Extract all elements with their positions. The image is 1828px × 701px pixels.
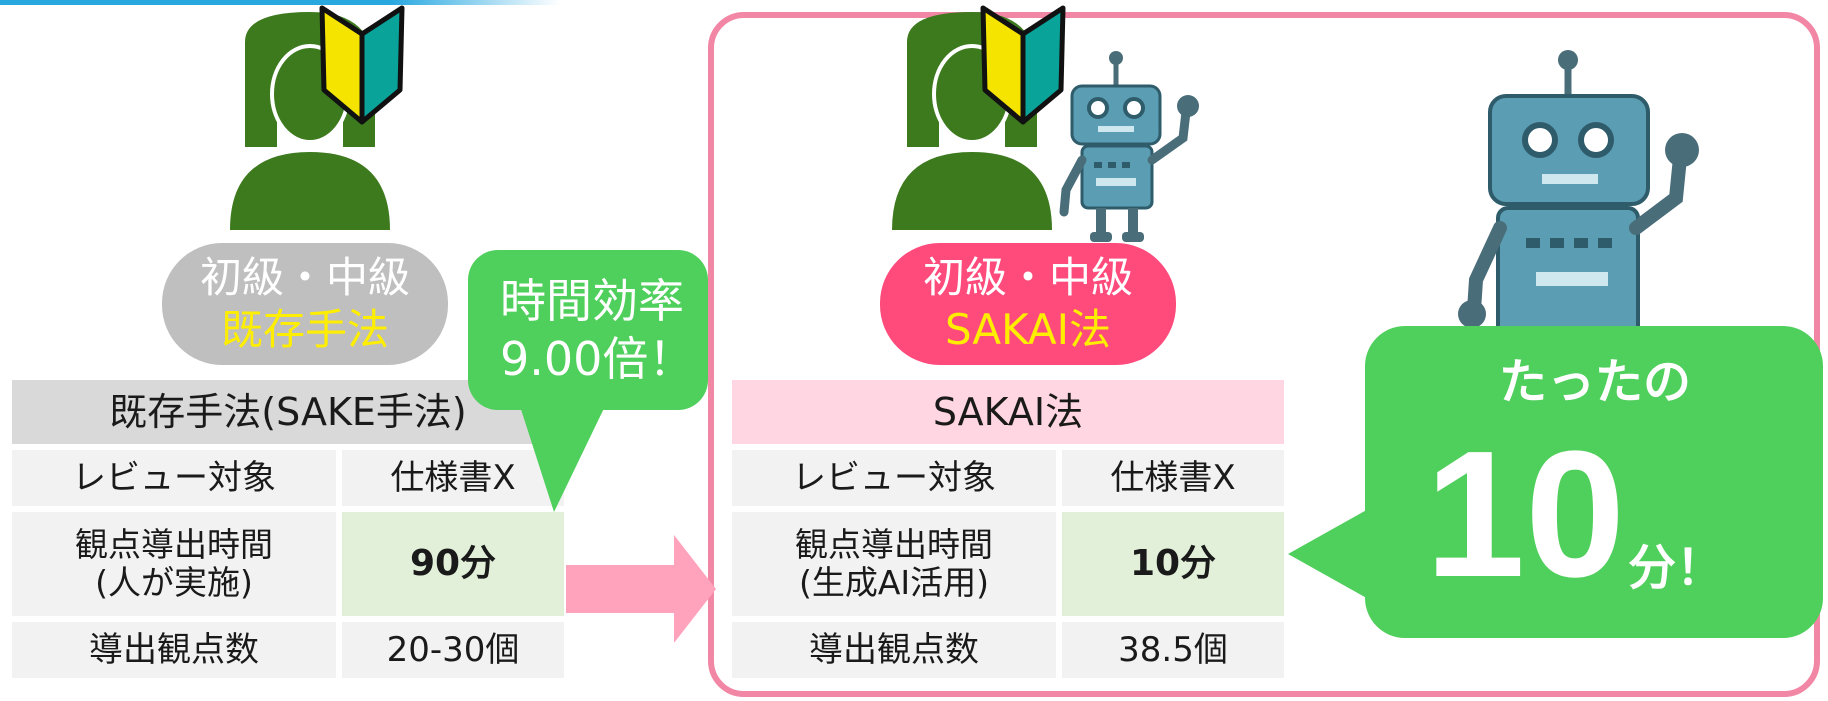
review-target-value: 仕様書X xyxy=(1062,450,1284,506)
callout-pointer xyxy=(1288,498,1388,610)
sakai-method-table: SAKAI法 レビュー対象 仕様書X 観点導出時間 (生成AI活用) 10分 導… xyxy=(732,380,1284,678)
derived-viewpoints-label: 導出観点数 xyxy=(12,622,336,678)
time-callout-number: 10 xyxy=(1425,414,1626,615)
review-target-label: レビュー対象 xyxy=(732,450,1056,506)
left-badge-method: 既存手法 xyxy=(220,305,389,354)
derivation-time-value: 90分 xyxy=(342,512,564,616)
derived-viewpoints-value: 20-30個 xyxy=(342,622,564,678)
derived-viewpoints-value: 38.5個 xyxy=(1062,622,1284,678)
right-method-badge: 初級・中級 SAKAI法 xyxy=(880,243,1176,365)
table-header: SAKAI法 xyxy=(732,380,1284,444)
time-callout-prefix: たったの xyxy=(1498,354,1691,410)
beginner-mark-icon xyxy=(318,4,406,126)
derived-viewpoints-label: 導出観点数 xyxy=(732,622,1056,678)
efficiency-label: 時間効率 xyxy=(500,274,684,328)
efficiency-callout: 時間効率 9.00倍！ xyxy=(468,250,708,410)
review-target-label: レビュー対象 xyxy=(12,450,336,506)
existing-method-table: 既存手法(SAKE手法) レビュー対象 仕様書X 観点導出時間 (人が実施) 9… xyxy=(12,380,564,678)
callout-pointer xyxy=(518,400,608,512)
left-badge-level: 初級・中級 xyxy=(199,253,410,302)
time-callout-unit: 分！ xyxy=(1628,540,1725,596)
beginner-mark-icon xyxy=(979,4,1067,126)
derivation-time-label: 観点導出時間 (人が実施) xyxy=(12,512,336,616)
right-badge-level: 初級・中級 xyxy=(922,253,1133,302)
robot-icon xyxy=(1440,48,1715,343)
derivation-time-label: 観点導出時間 (生成AI活用) xyxy=(732,512,1056,616)
time-callout xyxy=(1365,326,1823,638)
right-badge-method: SAKAI法 xyxy=(944,305,1112,354)
robot-icon xyxy=(1058,50,1218,245)
derivation-time-value: 10分 xyxy=(1062,512,1284,616)
left-method-badge: 初級・中級 既存手法 xyxy=(162,243,448,365)
top-accent-line xyxy=(0,0,560,5)
review-target-value: 仕様書X xyxy=(342,450,564,506)
arrow-right-icon xyxy=(566,535,716,643)
efficiency-value: 9.00倍！ xyxy=(500,332,695,386)
